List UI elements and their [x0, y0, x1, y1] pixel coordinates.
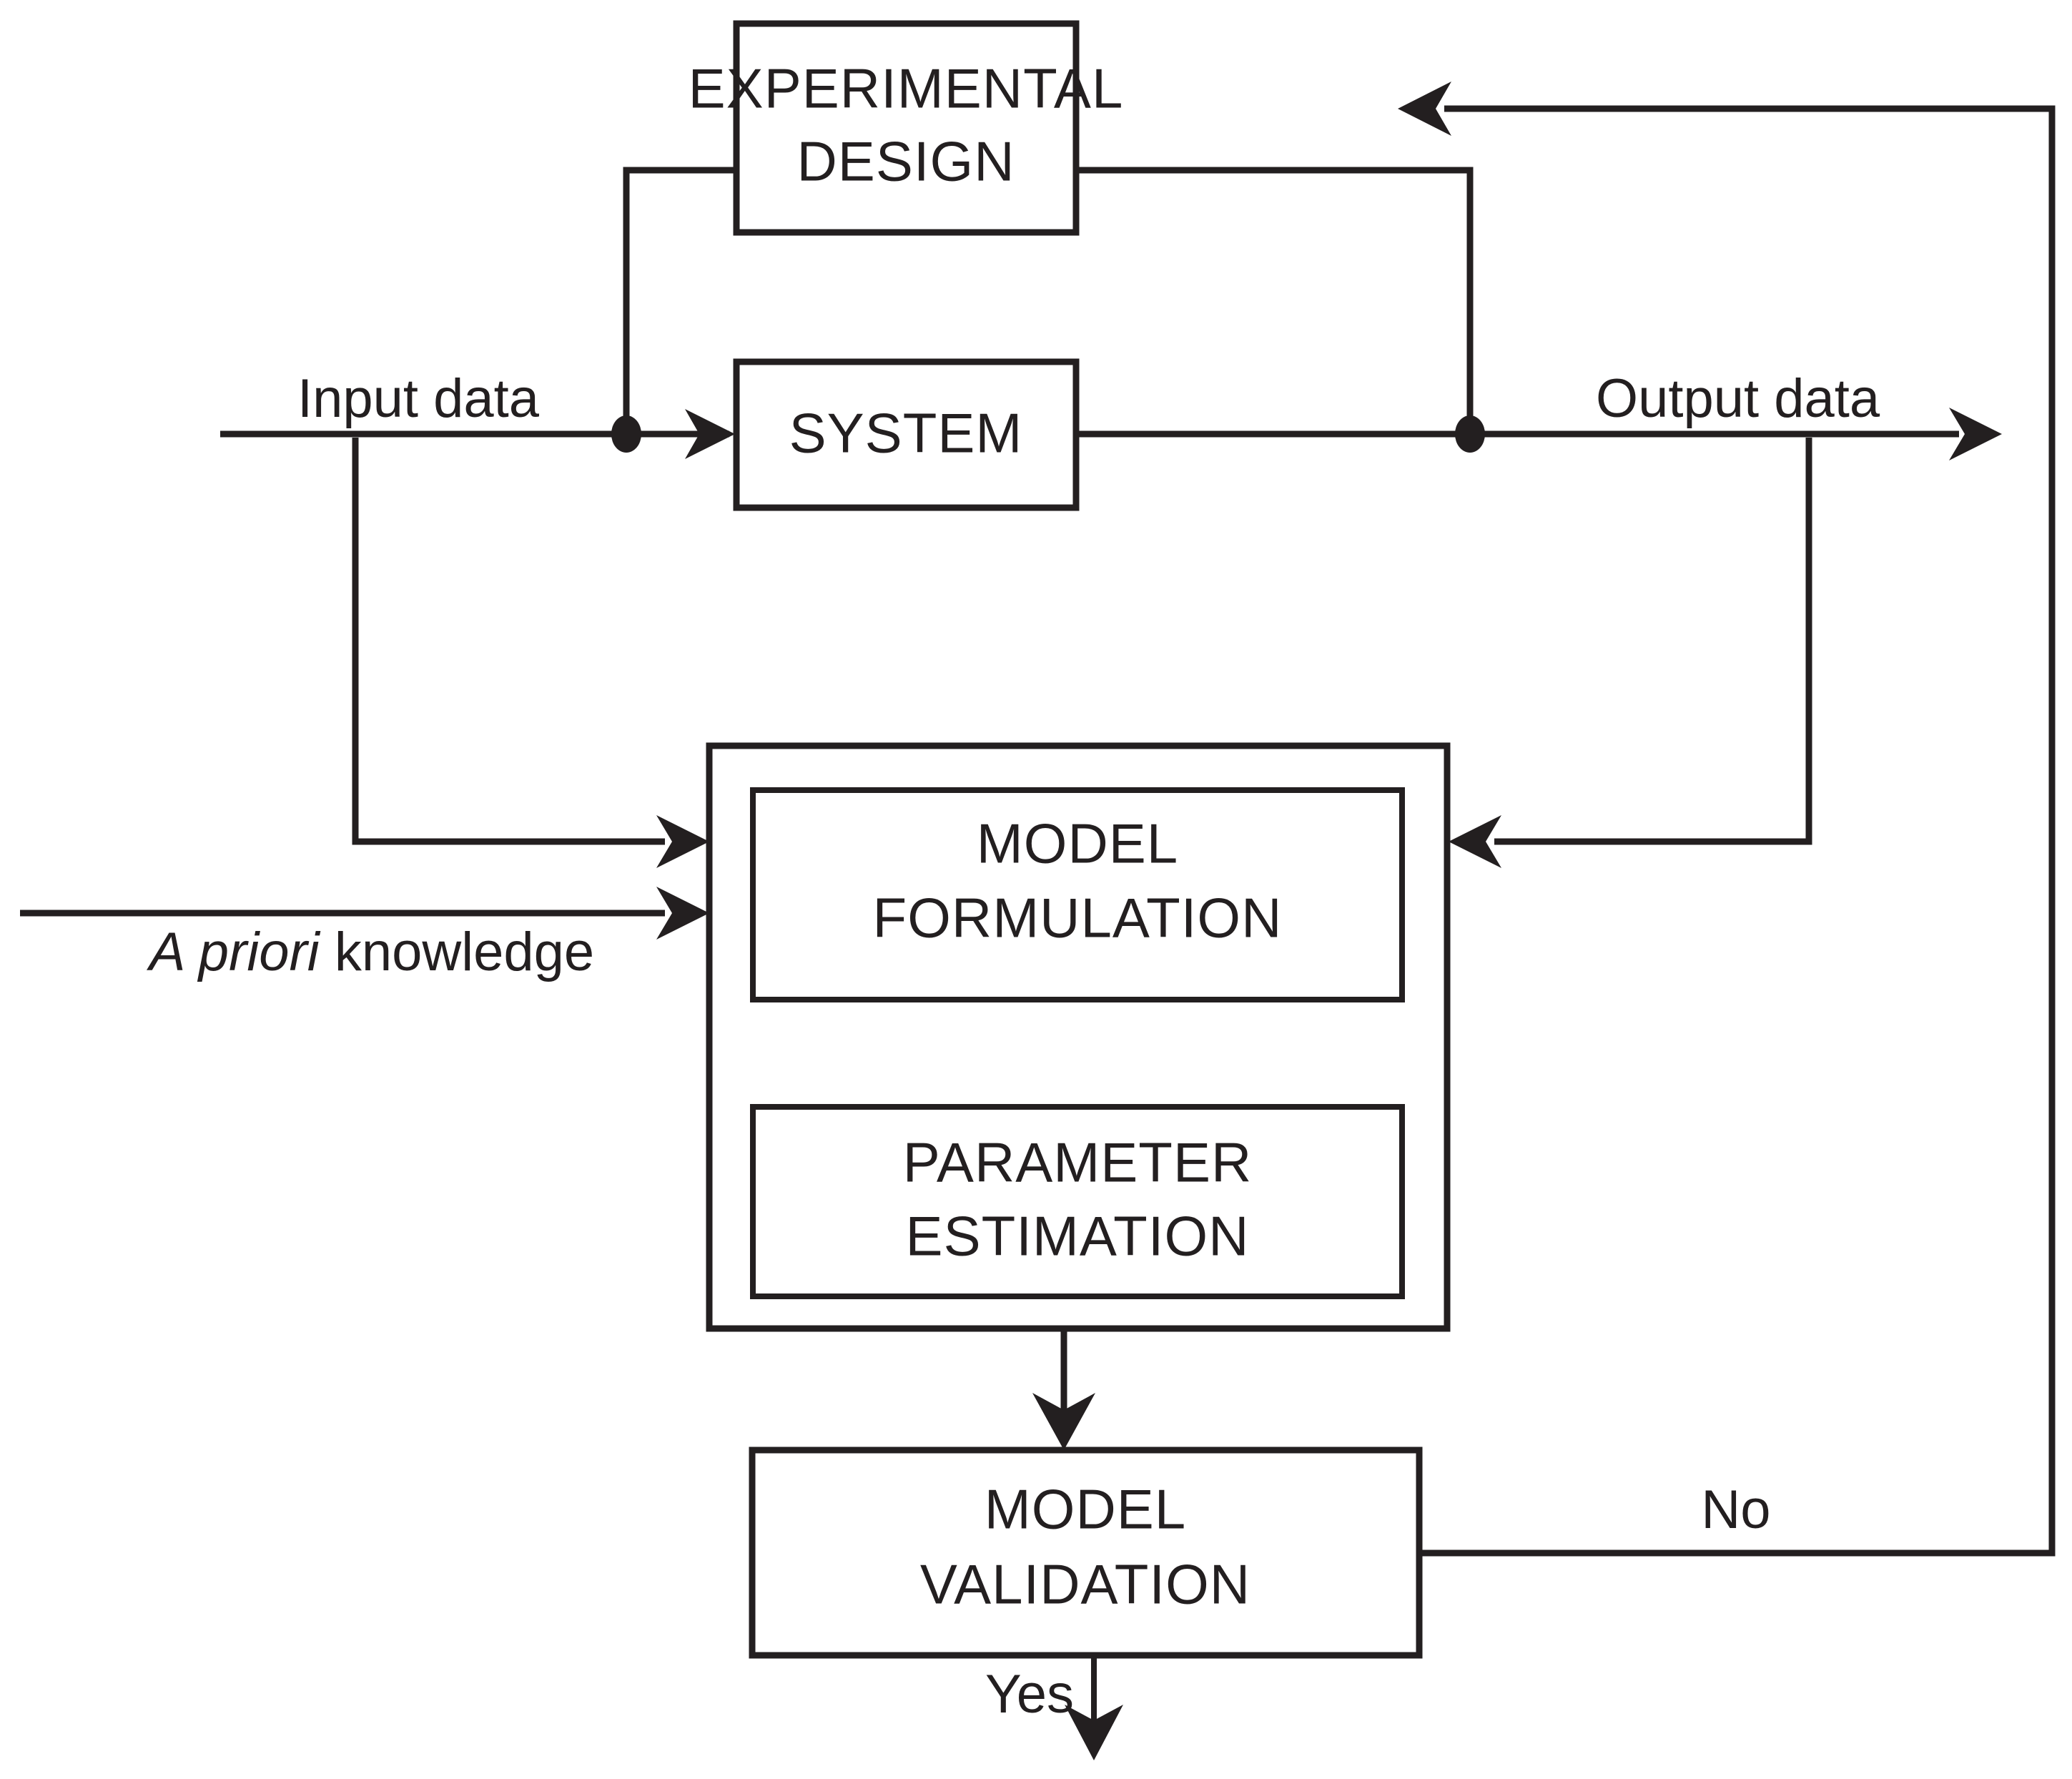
no-branch-label: No [1701, 1479, 1770, 1540]
parameter-estimation-label-line1: PARAMETER [903, 1131, 1253, 1194]
input-data-label: Input data [297, 368, 540, 429]
node-parameter-estimation[interactable]: PARAMETER ESTIMATION [750, 1104, 1405, 1299]
model-group-to-validation-arrowhead [1032, 1393, 1095, 1450]
parameter-estimation-box[interactable] [750, 1104, 1405, 1299]
a-priori-rest-part: knowledge [320, 922, 595, 982]
model-validation-label-line2: VALIDATION [920, 1553, 1250, 1616]
output-junction-dot [1455, 415, 1485, 453]
output-data-label: Output data [1596, 368, 1880, 429]
no-feedback-line [1419, 105, 2056, 1557]
experimental-design-label-line2: DESIGN [796, 130, 1015, 193]
node-model-formulation[interactable]: MODEL FORMULATION [750, 787, 1405, 1002]
model-formulation-box[interactable] [750, 787, 1405, 1002]
input-to-model-formulation-arrowhead [656, 815, 709, 868]
model-formulation-label-line2: FORMULATION [873, 887, 1283, 950]
a-priori-knowledge-label: A priori knowledge [147, 922, 594, 982]
model-formulation-label-line1: MODEL [977, 812, 1178, 875]
model-validation-box[interactable] [749, 1447, 1423, 1659]
system-box[interactable] [733, 358, 1080, 511]
node-model-group[interactable]: MODEL FORMULATION PARAMETER ESTIMATION [706, 742, 1451, 1332]
system-label: SYSTEM [789, 402, 1023, 465]
parameter-estimation-label-line2: ESTIMATION [906, 1205, 1250, 1268]
yes-output-arrowhead [1065, 1705, 1123, 1760]
experimental-design-label-line1: EXPERIMENTAL [689, 57, 1124, 120]
model-validation-label-line1: MODEL [985, 1478, 1186, 1541]
node-system[interactable]: SYSTEM [733, 358, 1080, 511]
no-feedback-arrowhead [1398, 82, 1451, 136]
a-priori-italic-part: A priori [147, 922, 321, 982]
node-model-validation[interactable]: MODEL VALIDATION [749, 1447, 1423, 1659]
yes-branch-label: Yes [985, 1664, 1074, 1725]
input-to-system-arrowhead [685, 409, 735, 459]
output-to-model-formulation-line [1494, 438, 1812, 845]
a-priori-knowledge-arrowhead [656, 887, 709, 940]
output-to-model-formulation-arrowhead [1449, 815, 1501, 868]
node-experimental-design[interactable]: EXPERIMENTAL DESIGN [689, 20, 1124, 236]
experimental-design-to-output-line [1076, 167, 1474, 434]
input-to-model-formulation-line [352, 438, 665, 845]
output-data-arrowhead [1949, 408, 2002, 460]
input-to-experimental-design-line [623, 167, 736, 434]
experimental-design-box[interactable] [733, 20, 1080, 236]
